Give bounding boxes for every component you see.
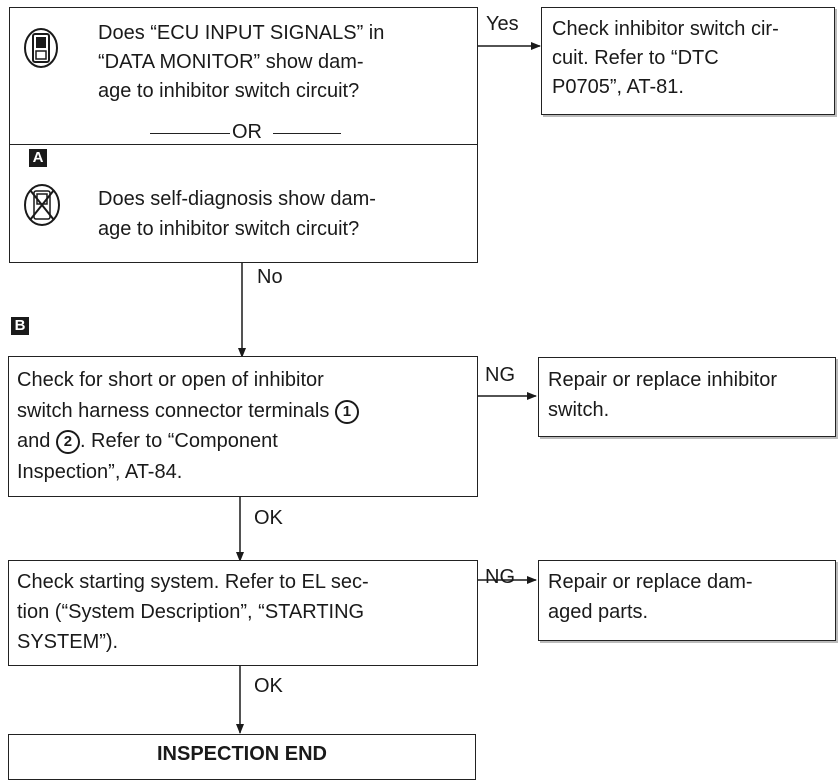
yes-label: Yes — [486, 13, 519, 35]
harness-check-and: and — [17, 430, 51, 452]
harness-check-line-2-text: switch harness connector terminals — [17, 400, 330, 422]
ok-label-2: OK — [254, 675, 283, 697]
section-divider — [9, 144, 478, 145]
selfdiag-question-line-2: age to inhibitor switch circuit? — [98, 218, 360, 240]
harness-check-line-3: and 2. Refer to “Component — [17, 427, 278, 455]
harness-check-line-3-text: . Refer to “Component — [79, 430, 278, 452]
marker-b: B — [11, 317, 29, 335]
ng-result-1-line-1: Repair or replace inhibitor — [548, 369, 778, 391]
terminal-2-marker: 2 — [55, 430, 80, 454]
yes-result-line-3: P0705”, AT-81. — [552, 76, 684, 98]
starting-check-line-1: Check starting system. Refer to EL sec- — [17, 571, 369, 593]
harness-check-line-1: Check for short or open of inhibitor — [17, 369, 324, 391]
consult-question-line-2: “DATA MONITOR” show dam- — [98, 51, 364, 73]
ng-label-1: NG — [485, 364, 515, 386]
yes-result-line-2: cuit. Refer to “DTC — [552, 47, 719, 69]
or-divider-right — [273, 133, 341, 134]
ok-label-1: OK — [254, 507, 283, 529]
inspection-end-label: INSPECTION END — [156, 743, 328, 765]
ng-label-2: NG — [485, 566, 515, 588]
selfdiag-question-line-1: Does self-diagnosis show dam- — [98, 188, 376, 210]
no-label: No — [257, 266, 283, 288]
starting-check-line-2: tion (“System Description”, “STARTING — [17, 601, 365, 623]
terminal-1-marker: 1 — [334, 400, 359, 424]
yes-result-box — [541, 7, 835, 115]
consult-question-line-1: Does “ECU INPUT SIGNALS” in — [98, 22, 385, 44]
starting-check-box — [8, 560, 478, 666]
consult-tool-icon — [22, 26, 60, 75]
ng-result-2-line-1: Repair or replace dam- — [548, 571, 753, 593]
marker-a: A — [29, 149, 47, 167]
ng-result-1-line-2: switch. — [548, 399, 610, 421]
no-tool-icon — [22, 182, 62, 233]
ng-result-2-line-2: aged parts. — [548, 601, 649, 623]
harness-check-box — [8, 356, 478, 497]
consult-question-line-3: age to inhibitor switch circuit? — [98, 80, 360, 102]
or-divider-left — [150, 133, 230, 134]
or-label: OR — [232, 121, 262, 143]
harness-check-line-4: Inspection”, AT-84. — [17, 461, 183, 483]
ng-result-box-2 — [538, 560, 836, 641]
harness-check-line-2: switch harness connector terminals 1 — [17, 397, 359, 425]
question-box — [9, 7, 478, 263]
yes-result-line-1: Check inhibitor switch cir- — [552, 18, 779, 40]
ng-result-box-1 — [538, 357, 836, 437]
starting-check-line-3: SYSTEM”). — [17, 631, 119, 653]
